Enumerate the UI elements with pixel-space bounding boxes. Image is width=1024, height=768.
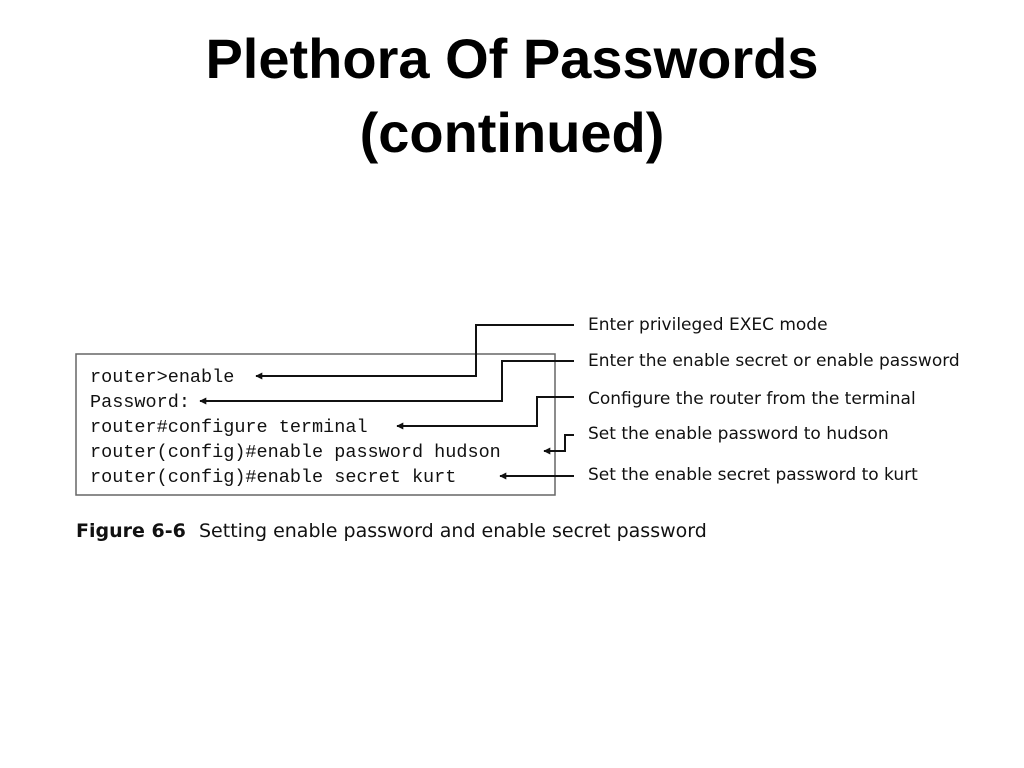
title-line-1: Plethora Of Passwords [205, 27, 819, 90]
figure-caption: Setting enable password and enable secre… [199, 520, 707, 542]
code-line-enable: router>enable [90, 367, 234, 388]
callout-exec-mode: Enter privileged EXEC mode [588, 315, 828, 335]
code-line-configure-terminal: router#configure terminal [90, 417, 368, 438]
slide-title: Plethora Of Passwords (continued) [0, 22, 1024, 170]
leader-line-configure [396, 396, 574, 430]
code-line-enable-password: router(config)#enable password hudson [90, 442, 501, 463]
callout-configure: Configure the router from the terminal [588, 389, 916, 409]
figure-label: Figure 6-6 [76, 520, 186, 542]
title-line-2: (continued) [359, 101, 665, 164]
leader-line-enable-password [543, 434, 574, 455]
callout-enable-secret: Set the enable secret password to kurt [588, 465, 918, 485]
leader-line-exec-mode [255, 324, 574, 380]
callout-secret-or-password: Enter the enable secret or enable passwo… [588, 351, 960, 371]
leader-line-secret-or-password [199, 360, 574, 405]
callout-enable-password: Set the enable password to hudson [588, 424, 889, 444]
terminal-box [75, 353, 556, 496]
code-line-enable-secret: router(config)#enable secret kurt [90, 467, 456, 488]
code-line-password: Password: [90, 392, 190, 413]
